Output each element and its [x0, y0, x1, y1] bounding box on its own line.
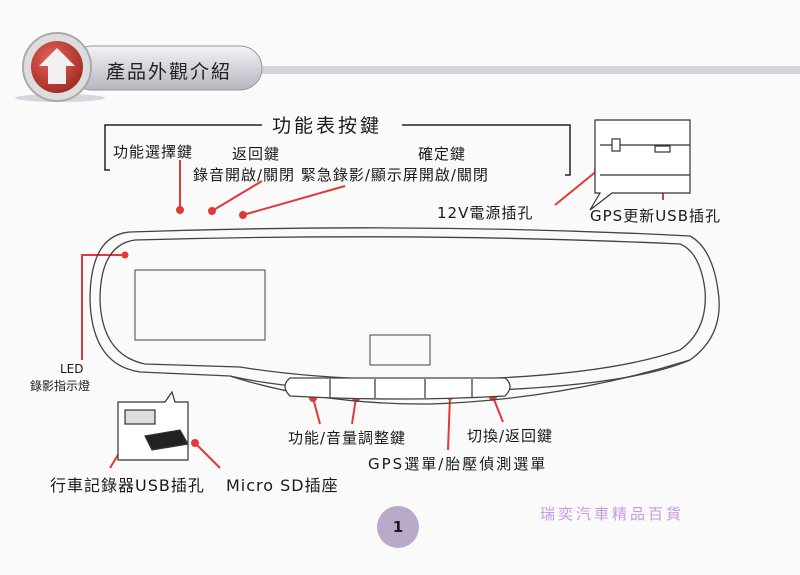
mirror-body	[89, 227, 720, 405]
select-key-label: 功能選擇鍵	[113, 143, 194, 161]
key-functions-label: 錄音開啟/關閉 緊急錄影/顯示屏開啟/關閉	[193, 166, 489, 184]
usb-port-label: 行車記錄器USB插孔	[50, 476, 205, 495]
confirm-key-label: 確定鍵	[418, 145, 467, 163]
watermark: 瑞奕汽車精品百貨	[540, 505, 685, 523]
menu-keys-title: 功能表按鍵	[272, 115, 383, 137]
sd-slot-label: Micro SD插座	[226, 476, 339, 495]
page-title: 產品外觀介紹	[106, 61, 233, 83]
power-port-label: 12V電源插孔	[437, 204, 534, 222]
led-desc: 錄影指示燈	[30, 379, 91, 393]
menu-bracket	[104, 124, 571, 176]
sd-usb-inset	[117, 390, 189, 461]
header-rule	[250, 66, 800, 74]
gps-usb-port-label: GPS更新USB插孔	[590, 207, 721, 225]
back-key-label: 返回鍵	[232, 145, 281, 163]
port-inset	[589, 119, 691, 211]
gps-menu-label: GPS選單/胎壓偵測選單	[368, 455, 548, 473]
led-label: LED	[60, 362, 84, 376]
volume-key-label: 功能/音量調整鍵	[288, 429, 407, 447]
page-number: 1	[377, 506, 419, 548]
switch-key-label: 切換/返回鍵	[467, 427, 554, 445]
